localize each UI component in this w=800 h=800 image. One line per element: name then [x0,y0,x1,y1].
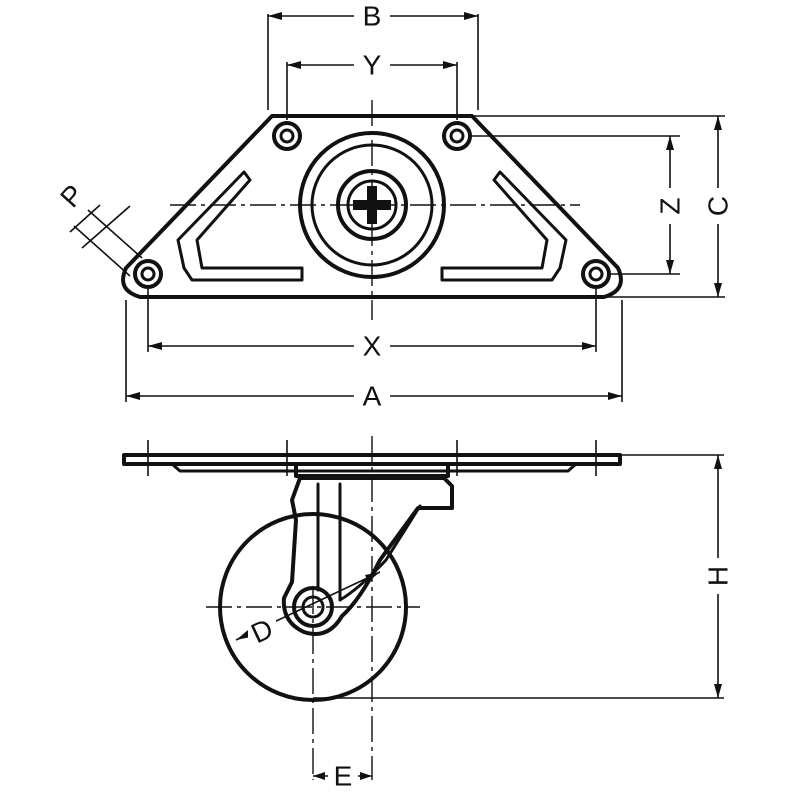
bolt-hole-top-left [272,121,302,151]
side-view: H D E [122,436,734,792]
dimension-h: H [702,455,734,698]
label-x: X [363,331,382,362]
label-z: Z [655,197,686,214]
bolt-hole-bottom-right [581,259,611,289]
dimension-e: E [313,760,372,792]
dimension-a: A [126,380,622,412]
label-e: E [334,761,353,792]
dimension-x: X [148,330,596,362]
caster-fork-inner [316,482,422,602]
side-plate-flange [170,462,578,473]
dimension-y: Y [287,49,457,81]
label-b: B [363,1,382,32]
dimension-c: C [702,116,734,297]
dimension-p: P [54,179,143,277]
label-a: A [363,381,382,412]
top-view: B Y Z C [54,0,734,412]
caster-fork [281,476,454,636]
label-p: P [54,179,90,214]
label-y: Y [363,50,382,81]
dimension-d: D [235,571,381,649]
bolt-hole-bottom-left [133,259,163,289]
dimension-b: B [268,0,478,32]
dimension-z: Z [654,136,686,274]
left-slot [176,170,304,282]
right-slot [440,170,568,282]
bolt-hole-top-right [442,121,472,151]
label-c: C [703,196,734,216]
label-h: H [703,566,734,586]
